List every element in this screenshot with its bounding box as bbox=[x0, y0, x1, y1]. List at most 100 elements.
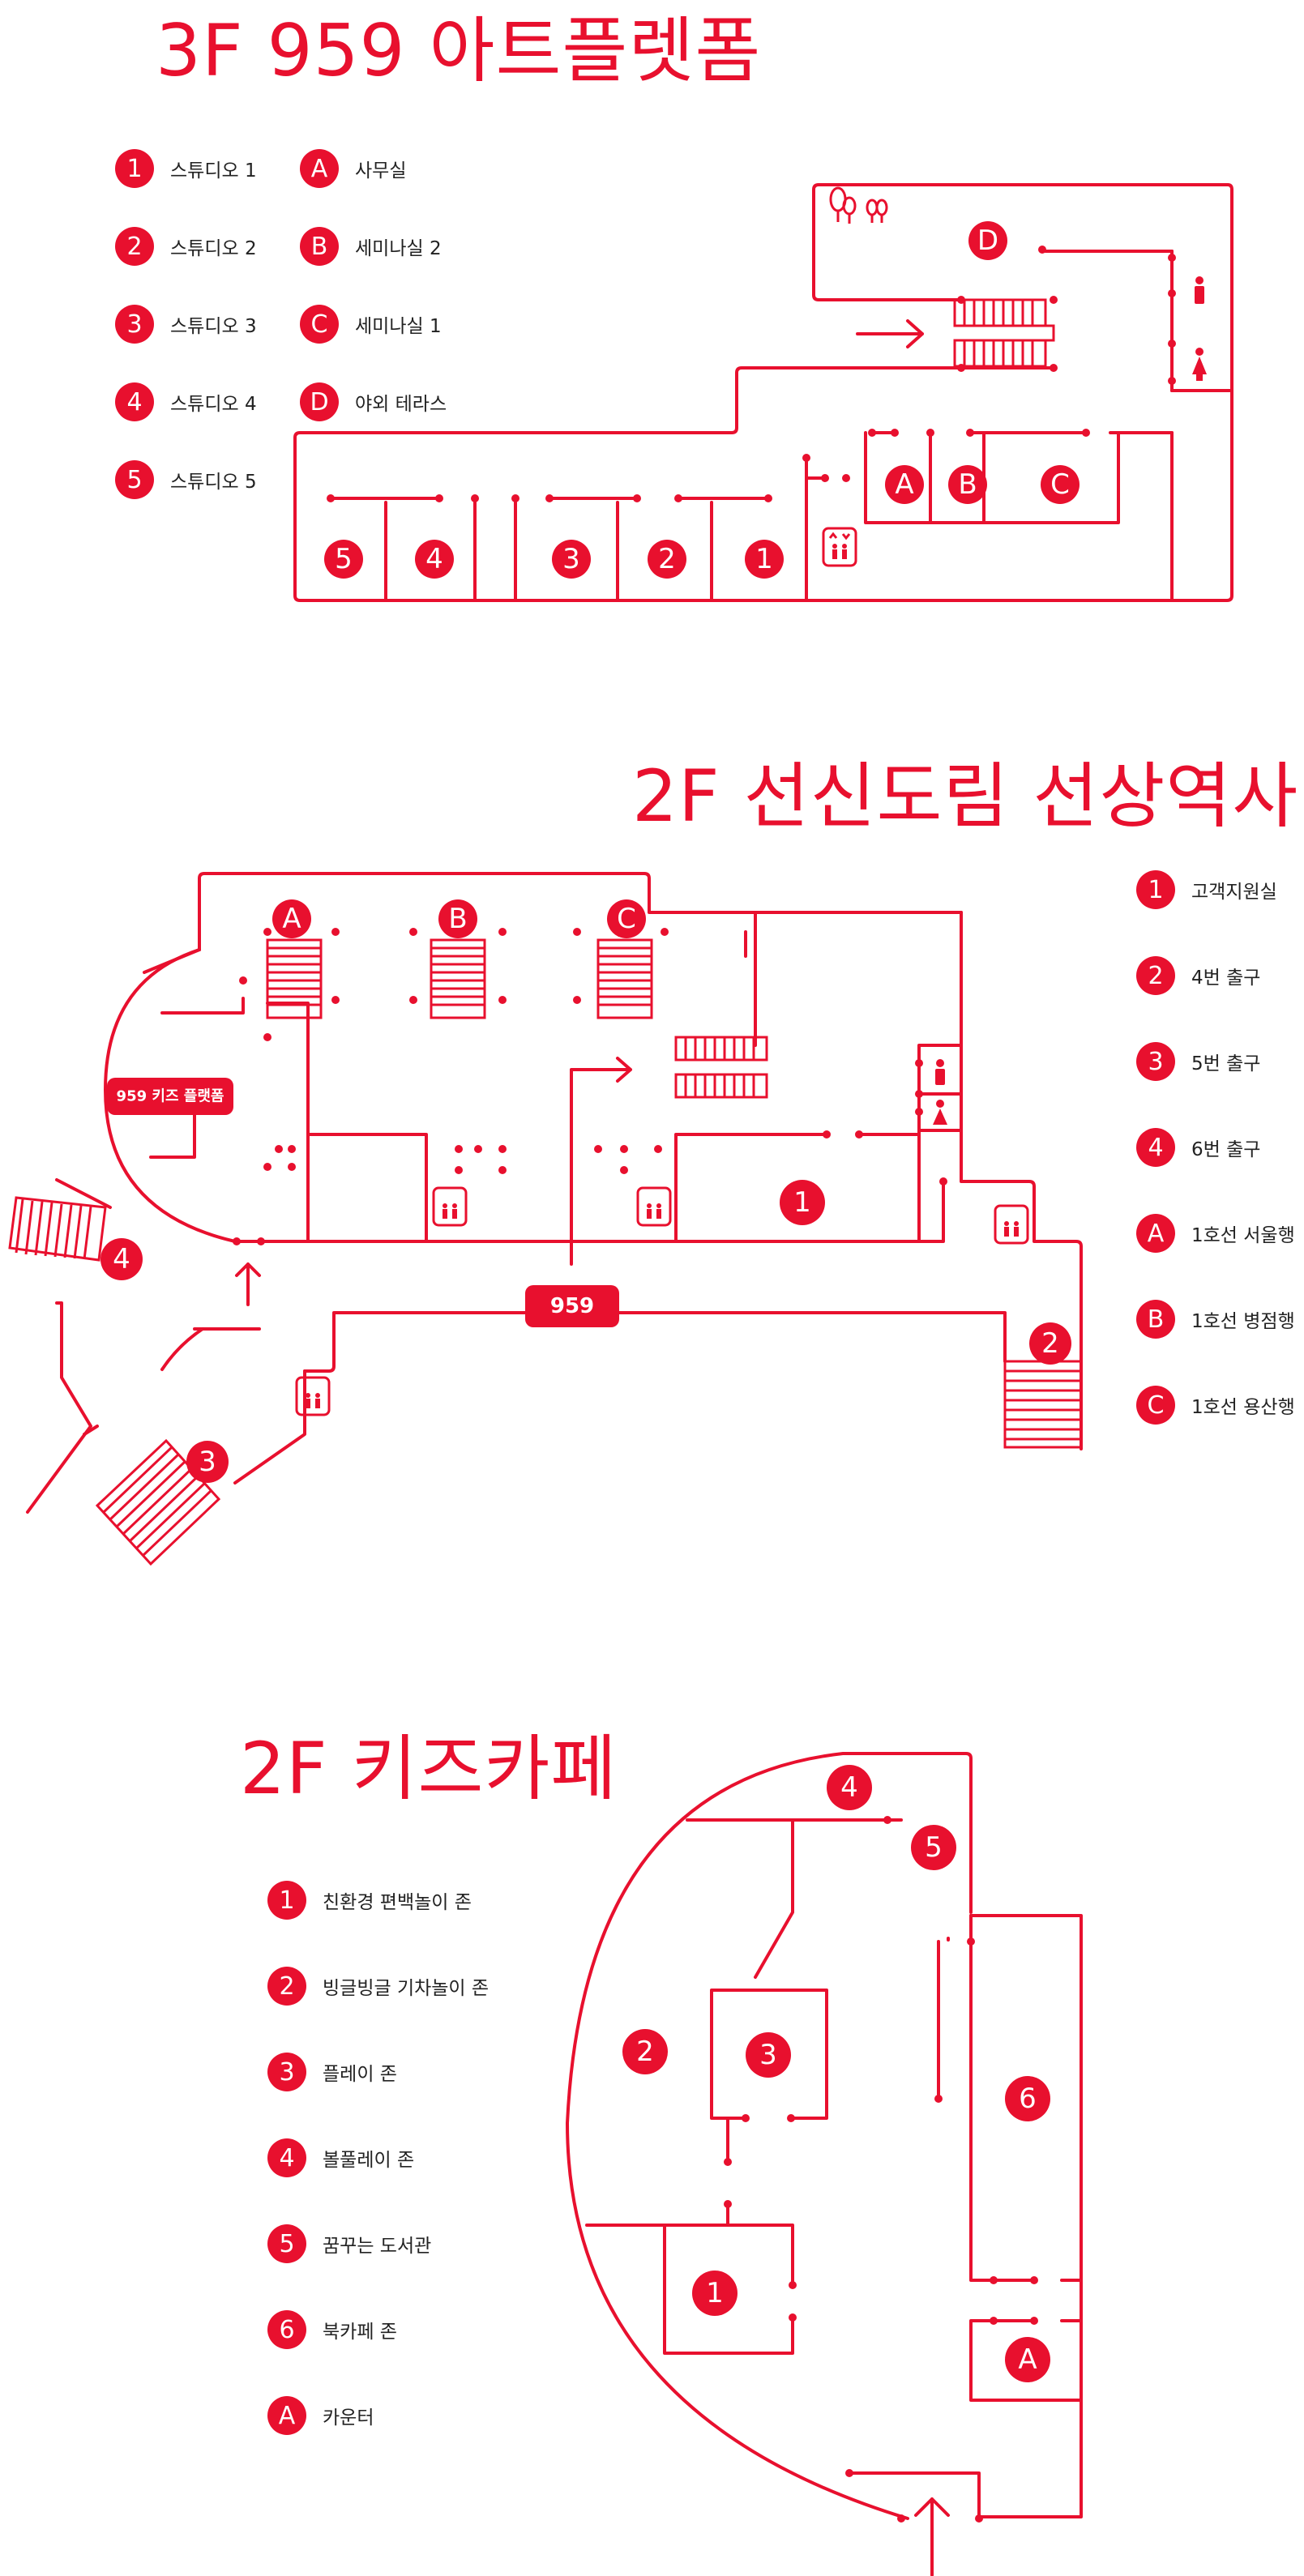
legend-badge: 4 bbox=[267, 2138, 306, 2177]
stair-exit-2 bbox=[1003, 1360, 1083, 1449]
restroom-male-icon bbox=[1195, 276, 1204, 304]
svg-text:B: B bbox=[448, 903, 467, 935]
svg-text:2: 2 bbox=[1041, 1327, 1059, 1360]
legend-label: 4번 출구 bbox=[1191, 968, 1261, 989]
legend-badge: 1 bbox=[1136, 870, 1175, 909]
svg-text:5: 5 bbox=[335, 543, 353, 575]
pin-2f-2: 2 bbox=[1029, 1322, 1071, 1365]
svg-text:2: 2 bbox=[658, 543, 676, 575]
legend-item: A 카운터 bbox=[267, 2373, 489, 2459]
svg-text:3: 3 bbox=[199, 1446, 216, 1478]
floor-2f-plan: 959 키즈 플랫폼 959 A B C 1 2 3 4 bbox=[8, 872, 1083, 1566]
legend-label: 카운터 bbox=[323, 2407, 374, 2429]
legend-item: A 사무실 bbox=[300, 130, 447, 207]
stair-center bbox=[674, 1036, 768, 1099]
svg-text:2: 2 bbox=[636, 2036, 654, 2068]
stair-exit-3 bbox=[95, 1438, 221, 1566]
svg-text:D: D bbox=[977, 224, 998, 257]
restroom-male-icon bbox=[935, 1059, 945, 1085]
svg-text:4: 4 bbox=[425, 543, 443, 575]
pin-kids-3: 3 bbox=[746, 2032, 791, 2078]
elevator-icon bbox=[994, 1204, 1029, 1245]
pin-kids-6: 6 bbox=[1005, 2076, 1050, 2121]
svg-text:B: B bbox=[958, 468, 977, 501]
legend-badge: C bbox=[1136, 1386, 1175, 1425]
pin-3f-3: 3 bbox=[552, 540, 591, 579]
legend-label: 1호선 서울행 bbox=[1191, 1225, 1295, 1246]
svg-text:A: A bbox=[1018, 2343, 1037, 2376]
kids-cafe-plan: 4 5 2 3 6 1 A bbox=[566, 1752, 1083, 2576]
svg-text:C: C bbox=[1050, 468, 1070, 501]
svg-text:1: 1 bbox=[706, 2277, 724, 2309]
legend-badge: A bbox=[300, 149, 339, 188]
legend-item: 4 스튜디오 4 bbox=[115, 363, 257, 441]
legend-badge: 4 bbox=[115, 382, 154, 421]
legend-item: C 세미나실 1 bbox=[300, 285, 447, 363]
svg-text:1: 1 bbox=[755, 543, 773, 575]
legend-label: 볼풀레이 존 bbox=[323, 2150, 415, 2171]
svg-text:6: 6 bbox=[1019, 2083, 1037, 2115]
legend-label: 친환경 편백놀이 존 bbox=[323, 1892, 472, 1913]
pin-2f-a: A bbox=[272, 899, 311, 938]
floor-2f-title: 2F 선신도림 선상역사 bbox=[632, 754, 1299, 838]
svg-text:A: A bbox=[282, 903, 301, 935]
legend-label: 야외 테라스 bbox=[355, 394, 447, 415]
svg-text:4: 4 bbox=[113, 1243, 130, 1275]
legend-label: 스튜디오 2 bbox=[170, 238, 257, 259]
legend-item: 1 고객지원실 bbox=[1136, 847, 1295, 933]
legend-label: 세미나실 2 bbox=[355, 238, 442, 259]
pin-2f-b: B bbox=[438, 899, 477, 938]
svg-text:4: 4 bbox=[840, 1771, 858, 1804]
legend-item: 4 6번 출구 bbox=[1136, 1104, 1295, 1190]
pin-3f-1: 1 bbox=[745, 540, 784, 579]
legend-label: 1호선 병점행 bbox=[1191, 1311, 1295, 1332]
legend-item: 4 볼풀레이 존 bbox=[267, 2115, 489, 2201]
legend-badge: A bbox=[1136, 1214, 1175, 1253]
legend-badge: 1 bbox=[115, 149, 154, 188]
stair-exit-4 bbox=[8, 1196, 107, 1262]
legend-label: 꿈꾸는 도서관 bbox=[323, 2236, 432, 2257]
legend-badge: 2 bbox=[267, 1967, 306, 2006]
legend-label: 6번 출구 bbox=[1191, 1139, 1261, 1160]
svg-text:3: 3 bbox=[759, 2039, 777, 2071]
elevator-icon bbox=[432, 1186, 468, 1227]
legend-badge: C bbox=[300, 305, 339, 344]
pin-kids-4: 4 bbox=[827, 1765, 872, 1810]
stair-a bbox=[266, 938, 323, 1019]
legend-item: A 1호선 서울행 bbox=[1136, 1190, 1295, 1276]
pin-3f-2: 2 bbox=[648, 540, 686, 579]
tree-icon bbox=[829, 186, 888, 224]
svg-text:1: 1 bbox=[793, 1186, 811, 1219]
legend-badge: 3 bbox=[1136, 1042, 1175, 1081]
pin-kids-a: A bbox=[1005, 2337, 1050, 2382]
legend-label: 고객지원실 bbox=[1191, 882, 1277, 903]
pin-kids-1: 1 bbox=[692, 2271, 738, 2316]
legend-badge: A bbox=[267, 2396, 306, 2435]
legend-badge: 3 bbox=[267, 2053, 306, 2091]
legend-label: 세미나실 1 bbox=[355, 316, 442, 337]
legend-badge: 5 bbox=[115, 460, 154, 499]
legend-badge: 2 bbox=[1136, 956, 1175, 995]
pin-2f-3: 3 bbox=[186, 1441, 229, 1483]
pin-3f-5: 5 bbox=[324, 540, 363, 579]
legend-label: 스튜디오 5 bbox=[170, 472, 257, 493]
legend-label: 스튜디오 4 bbox=[170, 394, 257, 415]
svg-text:959 키즈 플랫폼: 959 키즈 플랫폼 bbox=[117, 1088, 224, 1105]
legend-badge: 4 bbox=[1136, 1128, 1175, 1167]
svg-text:3: 3 bbox=[562, 543, 580, 575]
legend-badge: 6 bbox=[267, 2310, 306, 2349]
legend-label: 사무실 bbox=[355, 160, 407, 182]
